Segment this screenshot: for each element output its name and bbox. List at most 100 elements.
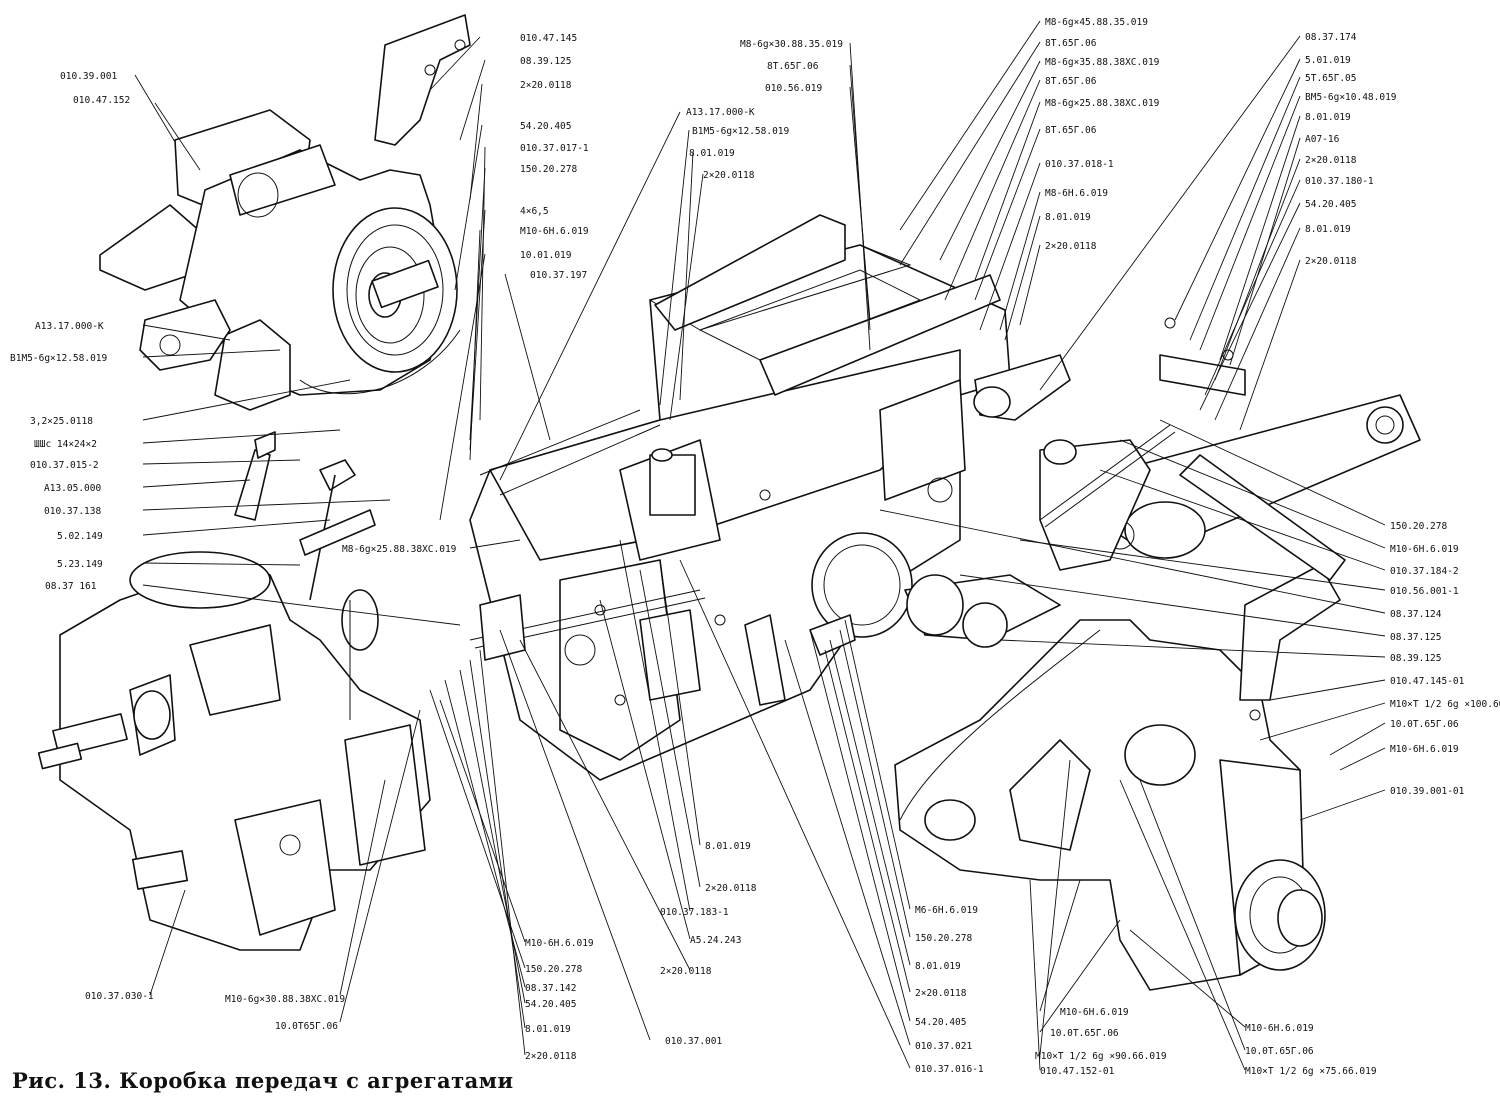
part-label: 8Т.65Г.06 bbox=[1045, 125, 1097, 136]
part-label: 2×20.0118 bbox=[1305, 256, 1357, 267]
part-label: 2×20.0118 bbox=[915, 988, 967, 999]
part-label: 2×20.0118 bbox=[525, 1051, 577, 1062]
part-label: М10-6Н.6.019 bbox=[1060, 1007, 1129, 1018]
part-label: М10-6Н.6.019 bbox=[1245, 1023, 1314, 1034]
part-label: 010.56.019 bbox=[765, 83, 822, 94]
rods-and-links bbox=[234, 317, 1346, 706]
part-label: М10-6Н.6.019 bbox=[1390, 744, 1459, 755]
part-labels: 010.39.001 010.47.152 010.47.145 08.39.1… bbox=[10, 17, 1500, 1077]
part-label: 10.01.019 bbox=[520, 250, 572, 261]
part-label: 010.37.183-1 bbox=[660, 907, 729, 918]
part-label: 10.0Т.65Г.06 bbox=[1245, 1046, 1314, 1057]
part-label: 08.37.174 bbox=[1305, 32, 1357, 43]
part-label: 010.47.152 bbox=[73, 95, 130, 106]
part-label: 010.39.001-01 bbox=[1390, 786, 1465, 797]
part-label: ШШс 14×24×2 bbox=[34, 439, 97, 450]
upper-left-pump-assembly bbox=[99, 14, 471, 411]
part-label: 010.37.197 bbox=[530, 270, 587, 281]
part-label: 8Т.65Г.06 bbox=[1045, 38, 1097, 49]
part-label: М8-6g×25.88.38ХС.019 bbox=[342, 544, 457, 555]
part-label: 010.37.015-2 bbox=[30, 460, 99, 471]
part-label: 2×20.0118 bbox=[520, 80, 572, 91]
part-label: 010.56.001-1 bbox=[1390, 586, 1459, 597]
part-label: 3,2×25.0118 bbox=[30, 416, 93, 427]
part-label: М6-6Н.6.019 bbox=[915, 905, 978, 916]
part-label: М10-6g×30.88.38ХС.019 bbox=[225, 994, 345, 1005]
part-label: 8.01.019 bbox=[1305, 224, 1351, 235]
part-label: 54.20.405 bbox=[520, 121, 571, 132]
part-label: 150.20.278 bbox=[520, 164, 577, 175]
part-label: 8.01.019 bbox=[689, 148, 735, 159]
part-label: 010.47.145 bbox=[520, 33, 577, 44]
part-label: 8.01.019 bbox=[705, 841, 751, 852]
part-label: М10×Т 1/2 6g ×75.66.019 bbox=[1245, 1066, 1377, 1077]
part-label: 10.0Т.65Г.06 bbox=[1390, 719, 1459, 730]
part-label: М10-6Н.6.019 bbox=[525, 938, 594, 949]
part-label: М8-6g×45.88.35.019 bbox=[1045, 17, 1148, 28]
part-label: 010.47.145-01 bbox=[1390, 676, 1465, 687]
part-label: В1М5-6g×12.58.019 bbox=[692, 126, 790, 137]
part-label: 2×20.0118 bbox=[705, 883, 757, 894]
part-label: ВМ5-6g×10.48.019 bbox=[1305, 92, 1397, 103]
part-label: 010.37.018-1 bbox=[1045, 159, 1114, 170]
central-gearbox-housing bbox=[469, 214, 1011, 781]
part-label: 54.20.405 bbox=[1305, 199, 1356, 210]
part-label: 08.37.142 bbox=[525, 983, 576, 994]
part-label: 8.01.019 bbox=[1305, 112, 1351, 123]
part-label: М8-6Н.6.019 bbox=[1045, 188, 1108, 199]
part-label: 4×6,5 bbox=[520, 206, 549, 217]
part-label: 08.37.124 bbox=[1390, 609, 1442, 620]
figure-caption: Рис. 13. Коробка передач с агрегатами bbox=[12, 1068, 514, 1093]
part-label: 5.01.019 bbox=[1305, 55, 1351, 66]
cylinder-unit bbox=[904, 354, 1071, 648]
part-label: 8.01.019 bbox=[1045, 212, 1091, 223]
part-label: М8-6g×35.88.38ХС.019 bbox=[1045, 57, 1160, 68]
part-label: 010.37.017-1 bbox=[520, 143, 589, 154]
part-label: 2×20.0118 bbox=[660, 966, 712, 977]
part-label: 2×20.0118 bbox=[1045, 241, 1097, 252]
part-label: 8.01.019 bbox=[525, 1024, 571, 1035]
part-label: 8.01.019 bbox=[915, 961, 961, 972]
part-label: 10.0Т65Г.06 bbox=[275, 1021, 338, 1032]
part-label: А13.17.000-К bbox=[686, 107, 755, 118]
part-label: 08.37 161 bbox=[45, 581, 97, 592]
part-label: 10.0Т.65Г.06 bbox=[1050, 1028, 1119, 1039]
part-label: 54.20.405 bbox=[915, 1017, 966, 1028]
part-label: А5.24.243 bbox=[690, 935, 741, 946]
part-label: М8-6g×30.88.35.019 bbox=[740, 39, 843, 50]
part-label: А13.05.000 bbox=[44, 483, 101, 494]
part-label: М10-6Н.6.019 bbox=[520, 226, 589, 237]
part-label: А13.17.000-К bbox=[35, 321, 104, 332]
part-label: 08.39.125 bbox=[520, 56, 571, 67]
leader-lines bbox=[134, 20, 1386, 1071]
part-label: 8Т.65Г.06 bbox=[767, 61, 819, 72]
part-label: 010.37.138 bbox=[44, 506, 101, 517]
part-label: 08.39.125 bbox=[1390, 653, 1441, 664]
part-label: 010.47.152-01 bbox=[1040, 1066, 1115, 1077]
right-shaft-lever bbox=[1039, 394, 1421, 571]
part-label: 2×20.0118 bbox=[1305, 155, 1357, 166]
part-label: 010.37.030-1 bbox=[85, 991, 154, 1002]
part-label: 150.20.278 bbox=[915, 933, 972, 944]
part-label: М8-6g×25.88.38ХС.019 bbox=[1045, 98, 1160, 109]
part-label: 2×20.0118 bbox=[703, 170, 755, 181]
part-label: М10-6Н.6.019 bbox=[1390, 544, 1459, 555]
part-label: 54.20.405 bbox=[525, 999, 576, 1010]
part-label: А07-16 bbox=[1305, 134, 1340, 145]
part-label: 5.02.149 bbox=[57, 531, 103, 542]
part-label: М10×Т 1/2 6g ×100.66.019 bbox=[1390, 699, 1500, 710]
part-label: 010.37.021 bbox=[915, 1041, 972, 1052]
part-label: 5Т.65Г.05 bbox=[1305, 73, 1356, 84]
part-label: В1М5-6g×12.58.019 bbox=[10, 353, 108, 364]
part-label: 150.20.278 bbox=[525, 964, 582, 975]
part-label: 8Т.65Г.06 bbox=[1045, 76, 1097, 87]
part-label: 5.23.149 bbox=[57, 559, 103, 570]
part-label: М10×Т 1/2 6g ×90.66.019 bbox=[1035, 1051, 1167, 1062]
part-label: 08.37.125 bbox=[1390, 632, 1441, 643]
part-label: 010.37.180-1 bbox=[1305, 176, 1374, 187]
lower-left-gearbox bbox=[37, 551, 431, 951]
part-label: 150.20.278 bbox=[1390, 521, 1447, 532]
part-label: 010.39.001 bbox=[60, 71, 117, 82]
